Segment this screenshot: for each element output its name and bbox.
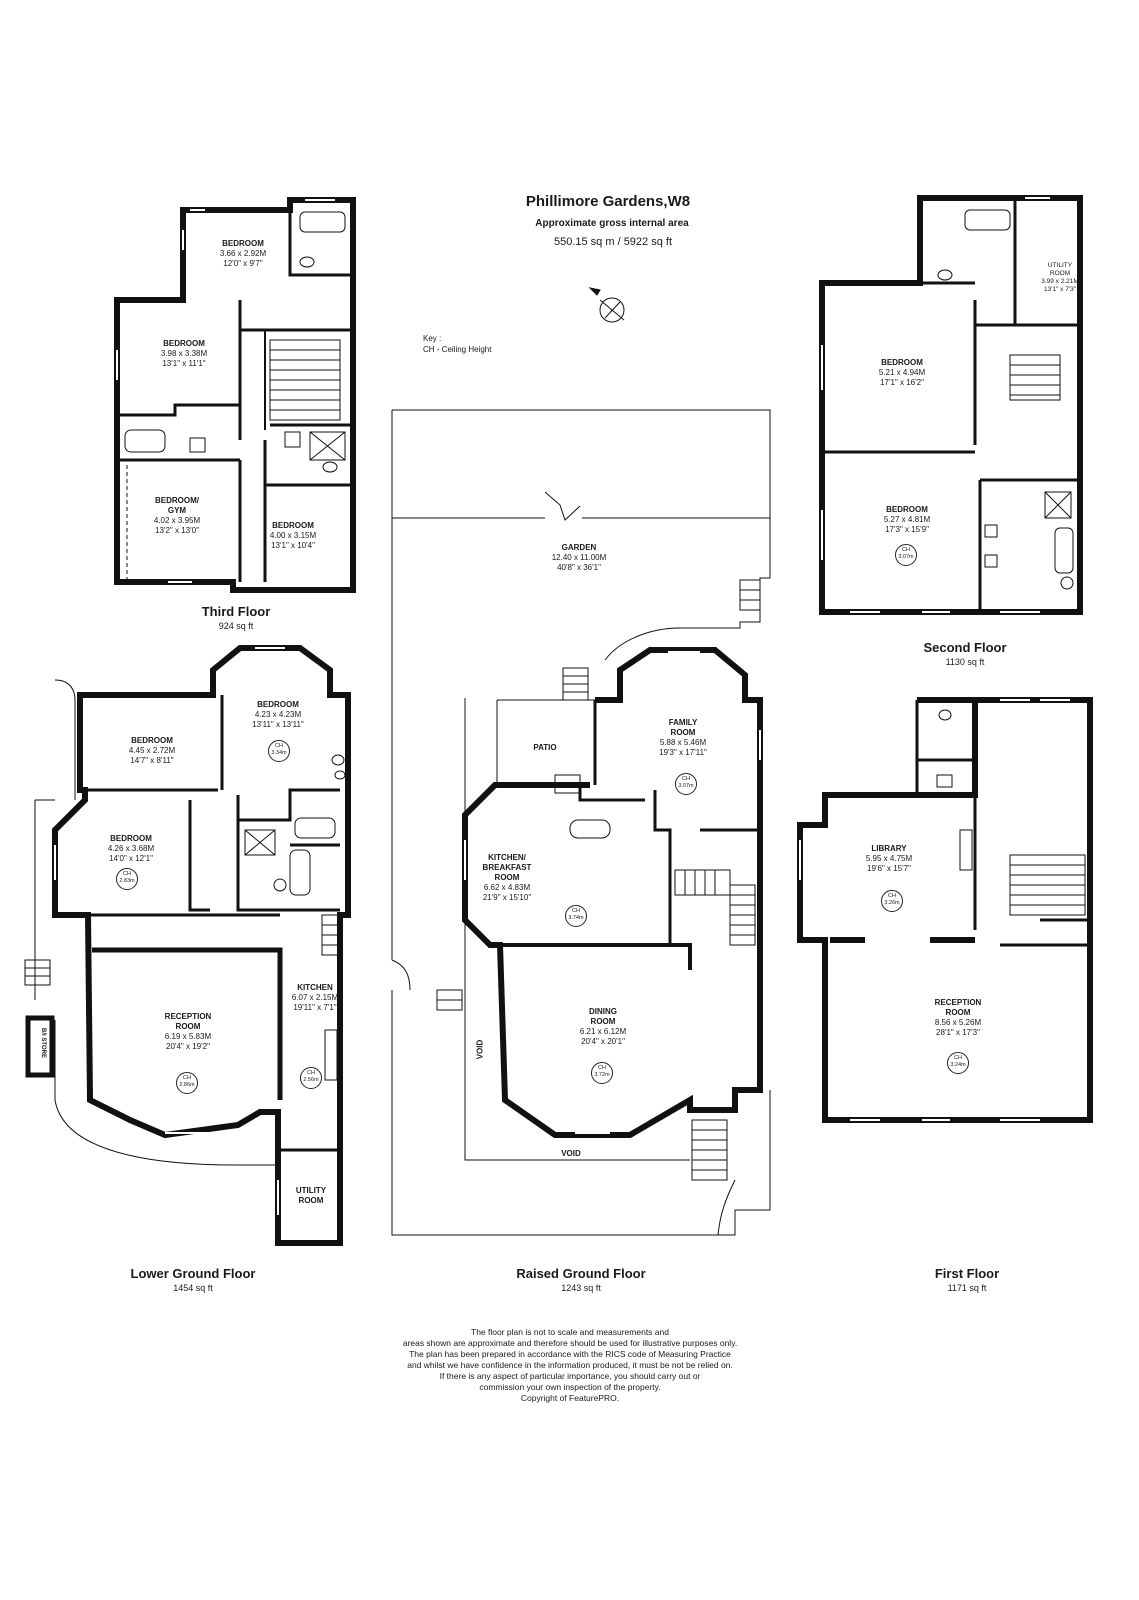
page-title: Phillimore Gardens,W8 (525, 193, 691, 210)
floor-label-second: Second Floor (923, 640, 1007, 655)
third-floor-plan (114, 197, 356, 593)
compass-icon (588, 287, 625, 323)
floor-label-first: First Floor (934, 1266, 1000, 1281)
room-label-store: B/I STORE (39, 1028, 46, 1058)
disclaimer-line: areas shown are approximate and therefor… (402, 1338, 738, 1348)
page-subtitle: Approximate gross internal area (535, 218, 689, 229)
legend-key: Key : CH - Ceiling Height (423, 333, 491, 355)
void-label: VOID (475, 1039, 485, 1060)
legend-key-title: Key : (423, 334, 442, 343)
floor-area-second: 1130 sq ft (945, 657, 985, 667)
void-label: VOID (561, 1149, 581, 1158)
floor-area-raised-ground: 1243 sq ft (561, 1283, 601, 1293)
floor-area-lower-ground: 1454 sq ft (173, 1283, 213, 1293)
total-area: 550.15 sq m / 5922 sq ft (553, 236, 673, 248)
first-floor-plan (797, 697, 1093, 1123)
disclaimer: The floor plan is not to scale and measu… (360, 1327, 780, 1404)
floor-area-third: 924 sq ft (218, 621, 254, 631)
floor-area-first: 1171 sq ft (947, 1283, 987, 1293)
disclaimer-line: The floor plan is not to scale and measu… (471, 1327, 669, 1337)
floor-label-raised-ground: Raised Ground Floor (516, 1266, 646, 1281)
disclaimer-copyright: Copyright of FeaturePRO. (520, 1393, 620, 1403)
disclaimer-line: The plan has been prepared in accordance… (409, 1349, 731, 1359)
lower-ground-floor-plan (24, 645, 351, 1246)
legend-key-ch: CH - Ceiling Height (423, 345, 492, 354)
room-label-patio: PATIO (533, 743, 557, 752)
raised-ground-floor-plan (436, 579, 763, 1181)
disclaimer-line: and whilst we have confidence in the inf… (407, 1360, 733, 1370)
floor-label-lower-ground: Lower Ground Floor (130, 1266, 256, 1281)
disclaimer-line: If there is any aspect of particular imp… (439, 1371, 701, 1381)
second-floor-plan (819, 195, 1083, 615)
floor-label-third: Third Floor (201, 604, 271, 619)
disclaimer-line: commission your own inspection of the pr… (479, 1382, 661, 1392)
